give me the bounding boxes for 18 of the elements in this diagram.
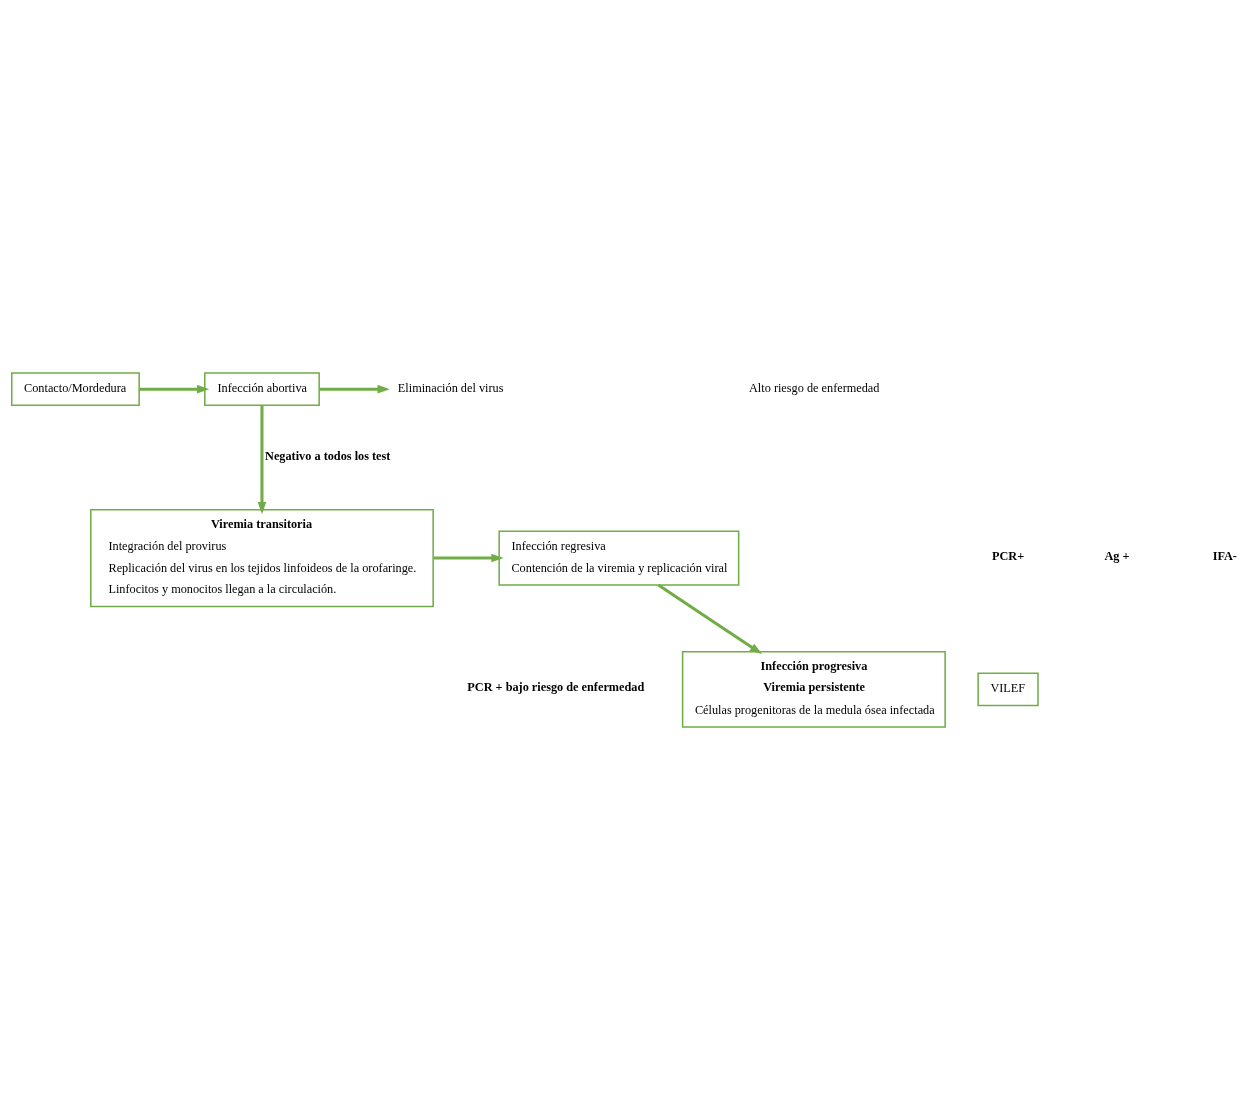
node-box: VILEF <box>977 671 1039 706</box>
arrow <box>257 404 267 514</box>
label: PCR + bajo riesgo de enfermedad <box>467 679 645 694</box>
label: Ag + <box>1104 548 1130 563</box>
node-box: Infección regresiva Contención de la viremia y replicación viral <box>498 529 740 586</box>
edge-label: Negativo a todos los test <box>265 448 391 463</box>
arrow <box>657 583 763 654</box>
label: Alto riesgo de enfermedad <box>749 380 880 395</box>
node-box: Contacto/Mordedura <box>10 371 140 406</box>
node-box: Infección abortiva <box>204 371 320 406</box>
arrow <box>319 384 390 393</box>
node-box: Infección progresiva Viremia persistente Células progenitoras de la medula ósea infectada <box>681 650 946 728</box>
arrow <box>433 553 504 562</box>
label: IFA- <box>1212 548 1237 563</box>
node-box: Viremia transitoria Integración del provirus Replicación del virus en los tejidos linfoideos de la orofaringe. Linfocitos y monocitos llegan a la circulación. <box>90 508 434 607</box>
node-text: Eliminación del virus <box>397 380 504 395</box>
label: PCR+ <box>991 548 1025 563</box>
arrow <box>139 384 210 393</box>
